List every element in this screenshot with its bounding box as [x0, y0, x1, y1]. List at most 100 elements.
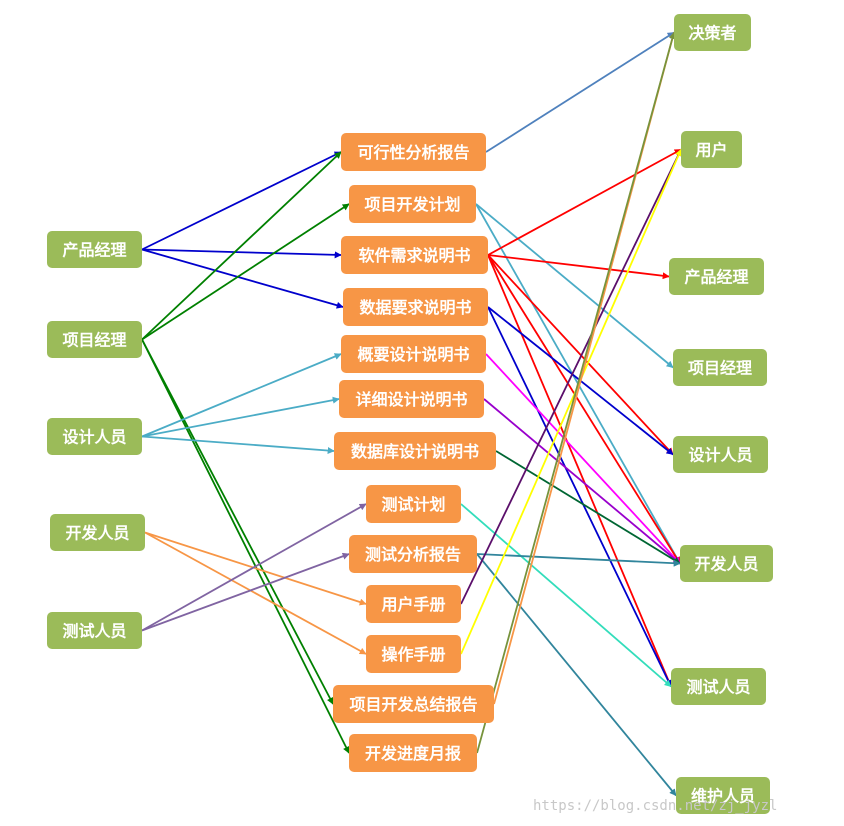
edge-product-manager-to-feasibility-report [141, 151, 342, 251]
node-box [47, 612, 142, 649]
node-label: 数据要求说明书 [359, 298, 471, 317]
node-label: 概要设计说明书 [357, 345, 469, 364]
edge-monthly-progress-report-to-decision-maker [476, 31, 676, 754]
edge-project-manager-to-monthly-progress-report [141, 339, 350, 754]
node-box [47, 231, 142, 268]
node-label: 测试计划 [381, 495, 445, 514]
node-box [671, 668, 766, 705]
left-node-product-manager: 产品经理 [47, 231, 142, 268]
edge-project-plan-to-project-manager [475, 203, 674, 369]
node-label: 测试人员 [62, 622, 126, 641]
document-node-feasibility-report: 可行性分析报告 [341, 133, 486, 171]
edge-project-manager-to-project-summary-report [141, 339, 334, 705]
document-node-user-manual: 用户手册 [366, 585, 461, 623]
node-label: 开发进度月报 [365, 744, 461, 763]
node-label: 决策者 [688, 24, 736, 43]
node-box [674, 14, 751, 51]
document-node-data-requirements: 数据要求说明书 [343, 288, 488, 326]
document-node-test-analysis-report: 测试分析报告 [349, 535, 477, 573]
edge-data-requirements-to-tester [487, 306, 672, 688]
edge-software-requirements-to-product-manager [487, 254, 670, 280]
edge-software-requirements-to-tester [487, 254, 672, 688]
node-box [366, 635, 461, 673]
right-node-developer: 开发人员 [680, 545, 773, 582]
node-label: 项目开发总结报告 [349, 695, 477, 714]
document-node-monthly-progress-report: 开发进度月报 [349, 734, 477, 772]
node-box [669, 258, 764, 295]
edge-test-analysis-report-to-developer [476, 553, 681, 567]
edge-software-requirements-to-user [487, 148, 682, 256]
right-node-product-manager: 产品经理 [669, 258, 764, 295]
edge-operation-manual-to-user [460, 148, 682, 655]
node-label: 用户手册 [381, 595, 445, 614]
node-box [366, 585, 461, 623]
node-box [349, 734, 477, 772]
watermark: https://blog.csdn.net/zj_jyzl [533, 798, 777, 814]
node-box [341, 236, 488, 274]
node-label: 开发人员 [65, 524, 129, 543]
edge-designer-to-detailed-design [141, 396, 340, 438]
edge-software-requirements-to-developer [487, 254, 681, 565]
edge-designer-to-overview-design [141, 353, 342, 438]
node-label: 测试分析报告 [365, 545, 461, 564]
document-node-project-summary-report: 项目开发总结报告 [333, 685, 494, 723]
node-label: 软件需求说明书 [358, 246, 470, 265]
node-label: 开发人员 [694, 555, 758, 574]
node-label: 产品经理 [684, 268, 748, 287]
edge-product-manager-to-software-requirements [141, 248, 342, 259]
node-label: 设计人员 [62, 428, 126, 447]
node-box [334, 432, 496, 470]
node-box [341, 133, 486, 171]
right-node-maintainer: 维护人员 [676, 777, 770, 814]
right-node-tester: 测试人员 [671, 668, 766, 705]
node-box [366, 485, 461, 523]
node-label: 产品经理 [62, 241, 126, 260]
node-box [349, 535, 477, 573]
node-box [343, 288, 488, 326]
node-box [47, 418, 142, 455]
document-node-operation-manual: 操作手册 [366, 635, 461, 673]
right-node-project-manager: 项目经理 [673, 349, 767, 386]
right-node-user: 用户 [681, 131, 742, 168]
node-box [341, 335, 486, 373]
node-label: 可行性分析报告 [357, 143, 469, 162]
document-node-detailed-design: 详细设计说明书 [339, 380, 484, 418]
right-node-designer: 设计人员 [673, 436, 768, 473]
node-box [673, 436, 768, 473]
node-box [681, 131, 742, 168]
document-node-project-plan: 项目开发计划 [349, 185, 476, 223]
left-node-project-manager: 项目经理 [47, 321, 142, 358]
node-box [47, 321, 142, 358]
node-box [676, 777, 770, 814]
node-label: 维护人员 [691, 787, 755, 806]
node-box [680, 545, 773, 582]
edge-product-manager-to-data-requirements [141, 248, 344, 309]
node-box [333, 685, 494, 723]
node-label: 操作手册 [381, 645, 445, 664]
edge-test-plan-to-tester [460, 503, 672, 688]
edge-test-analysis-report-to-maintainer [476, 553, 677, 797]
node-label: 用户 [695, 141, 727, 160]
edge-detailed-design-to-developer [483, 398, 681, 565]
edge-tester-to-test-plan [141, 503, 367, 632]
edge-developer-to-user-manual [144, 531, 367, 606]
node-box [673, 349, 767, 386]
left-node-designer: 设计人员 [47, 418, 142, 455]
node-label: 项目开发计划 [364, 195, 460, 214]
edge-project-manager-to-project-plan [141, 203, 350, 341]
edge-database-design-to-developer [495, 450, 681, 565]
edge-designer-to-database-design [141, 435, 335, 455]
node-box [349, 185, 476, 223]
document-node-test-plan: 测试计划 [366, 485, 461, 523]
edges-layer [141, 31, 682, 797]
right-node-decision-maker: 决策者 [674, 14, 751, 51]
edge-user-manual-to-user [460, 148, 682, 605]
node-box [50, 514, 145, 551]
edge-feasibility-report-to-decision-maker [485, 31, 675, 153]
node-label: 项目经理 [688, 359, 752, 378]
left-node-developer: 开发人员 [50, 514, 145, 551]
node-label: 测试人员 [686, 678, 750, 697]
document-node-overview-design: 概要设计说明书 [341, 335, 486, 373]
